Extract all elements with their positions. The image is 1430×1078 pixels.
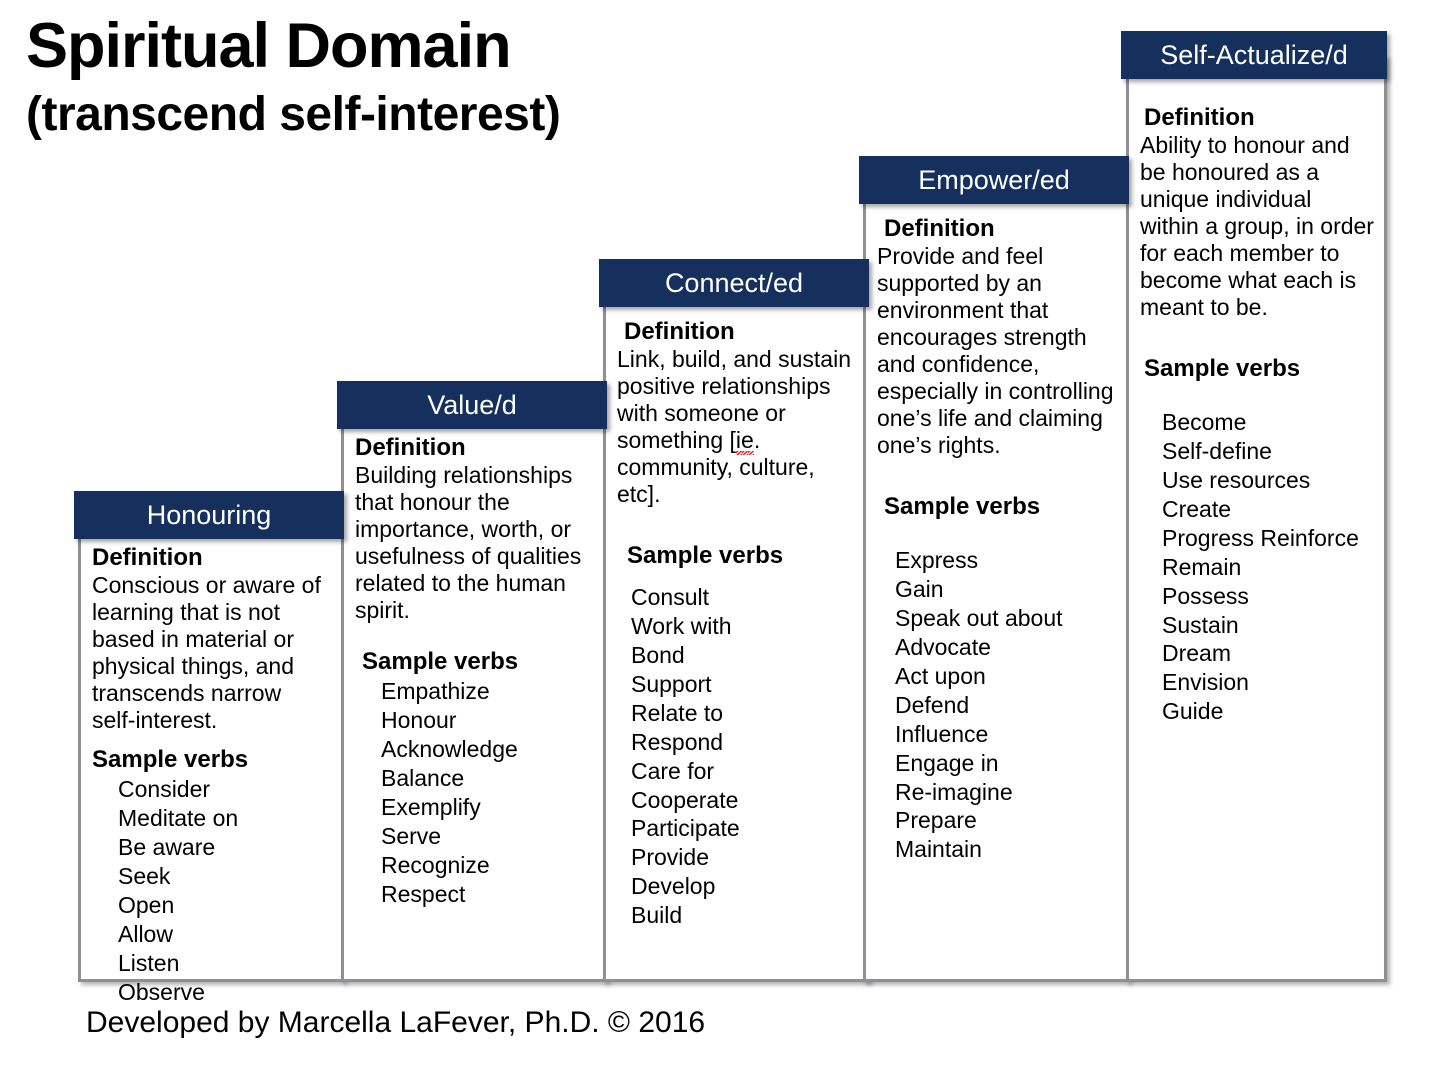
column-empowered: Definition Provide and feel supported by…: [863, 180, 1129, 982]
definition-text-connected: Link, build, and sustain positive relati…: [617, 346, 856, 508]
definition-label-valued: Definition: [355, 434, 466, 461]
sample-verbs-label-connected: Sample verbs: [627, 542, 784, 570]
verb-item: Open: [118, 891, 175, 918]
verb-item: Defend: [895, 691, 970, 718]
verb-item: Respect: [381, 880, 466, 907]
verb-item: Envision: [1162, 669, 1249, 696]
column-honouring: Definition Conscious or aware of learnin…: [78, 515, 344, 1005]
verb-item: Work with: [631, 612, 732, 639]
verb-item: Participate: [631, 815, 740, 842]
verb-item: Recognize: [381, 851, 490, 878]
verb-item: Use resources: [1162, 466, 1311, 493]
verb-item: Care for: [631, 757, 715, 784]
verb-item: Be aware: [118, 833, 216, 860]
verb-item: Re-imagine: [895, 778, 1013, 805]
definition-label-empowered: Definition: [884, 215, 995, 242]
sample-verbs-label-empowered: Sample verbs: [884, 493, 1041, 521]
verb-item: Possess: [1162, 582, 1249, 609]
verb-item: Progress Reinforce: [1162, 524, 1359, 551]
verb-item: Bond: [631, 641, 685, 668]
spellcheck-misspelling: ie: [735, 427, 754, 456]
definition-text-connected-part1: Link, build, and sustain positive relati…: [617, 346, 851, 454]
column-header-honouring: Honouring: [74, 491, 344, 539]
verb-item: Self-define: [1162, 437, 1272, 464]
column-header-connected: Connect/ed: [599, 259, 869, 307]
verb-item: Allow: [118, 920, 173, 947]
verb-item: Acknowledge: [381, 735, 518, 762]
sample-verbs-label-self-actualized: Sample verbs: [1144, 355, 1301, 383]
verb-item: Act upon: [895, 662, 986, 689]
definition-text-empowered: Provide and feel supported by an environ…: [877, 243, 1114, 459]
verb-item: Sustain: [1162, 611, 1239, 638]
definition-label-self-actualized: Definition: [1144, 104, 1255, 131]
verb-item: Influence: [895, 720, 989, 747]
verb-item: Listen: [118, 949, 180, 976]
definition-text-connected-part2: . community, culture, etc].: [617, 427, 815, 508]
verb-item: Respond: [631, 728, 724, 755]
verb-item: Support: [631, 670, 712, 697]
verb-item: Prepare: [895, 807, 977, 834]
verb-item: Guide: [1162, 698, 1224, 725]
verb-item: Provide: [631, 844, 709, 871]
verb-item: Remain: [1162, 553, 1242, 580]
column-header-empowered: Empower/ed: [859, 156, 1129, 204]
verb-item: Gain: [895, 575, 944, 602]
verb-item: Speak out about: [895, 604, 1063, 631]
column-header-valued: Value/d: [337, 381, 607, 429]
column-self-actualized: Definition Ability to honour and be hono…: [1126, 55, 1387, 982]
verb-item: Relate to: [631, 699, 724, 726]
verb-item: Advocate: [895, 633, 991, 660]
definition-label-connected: Definition: [624, 318, 735, 345]
verb-item: Empathize: [381, 677, 490, 704]
verb-item: Observe: [118, 978, 205, 1005]
page-title: Spiritual Domain (transcend self-interes…: [26, 14, 786, 141]
verb-item: Seek: [118, 862, 171, 889]
verb-item: Serve: [381, 822, 442, 849]
title-subtitle: (transcend self-interest): [26, 88, 561, 142]
verb-item: Meditate on: [118, 804, 239, 831]
definition-text-valued: Building relationships that honour the i…: [355, 462, 582, 624]
footer-credit: Developed by Marcella LaFever, Ph.D. © 2…: [86, 1006, 706, 1039]
definition-text-self-actualized: Ability to honour and be honoured as a u…: [1140, 132, 1374, 321]
title-main: Spiritual Domain: [26, 11, 512, 81]
verb-item: Develop: [631, 873, 716, 900]
verb-item: Create: [1162, 495, 1232, 522]
verb-item: Balance: [381, 764, 465, 791]
definition-label-honouring: Definition: [92, 544, 203, 571]
column-header-self-actualized: Self-Actualize/d: [1121, 31, 1387, 79]
column-valued: Definition Building relationships that h…: [341, 405, 607, 982]
verb-item: Exemplify: [381, 793, 481, 820]
sample-verbs-label-honouring: Sample verbs: [92, 746, 249, 774]
verb-item: Build: [631, 902, 683, 929]
verb-item: Consult: [631, 583, 709, 610]
verb-item: Engage in: [895, 749, 999, 776]
sample-verbs-label-valued: Sample verbs: [362, 648, 519, 676]
verb-item: Express: [895, 546, 979, 573]
definition-text-honouring: Conscious or aware of learning that is n…: [92, 572, 321, 734]
verb-item: Cooperate: [631, 786, 739, 813]
verb-item: Maintain: [895, 836, 982, 863]
verb-item: Become: [1162, 408, 1247, 435]
column-connected: Definition Link, build, and sustain posi…: [603, 283, 869, 982]
verb-item: Dream: [1162, 640, 1232, 667]
verb-item: Consider: [118, 775, 211, 802]
verb-item: Honour: [381, 706, 457, 733]
